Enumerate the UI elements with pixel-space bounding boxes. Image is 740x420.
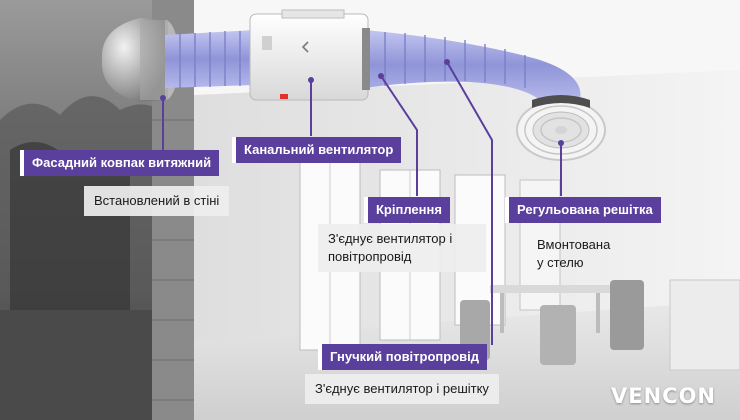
mount-description: З'єднує вентилятор і повітропровід: [318, 224, 486, 272]
grille-description-line-2: у стелю: [537, 255, 584, 270]
duct-fan-label: Канальний вентилятор: [232, 137, 402, 163]
grille-label: Регульована решітка: [505, 197, 661, 223]
vencon-logo: VENCON: [610, 384, 716, 408]
grille-description: Вмонтована у стелю: [527, 230, 627, 278]
chevron-left-icon: [299, 40, 313, 54]
mount-description-line-2: повітропровід: [328, 249, 412, 264]
facade-hood-label: Фасадний ковпак витяжний: [20, 150, 220, 176]
facade-hood-description: Встановлений в стіні: [84, 186, 230, 216]
mount-label: Кріплення: [364, 197, 450, 223]
mount-description-line-1: З'єднує вентилятор і: [328, 231, 453, 246]
flex-duct-description: З'єднує вентилятор і решітку: [305, 374, 499, 404]
grille-description-line-1: Вмонтована: [537, 237, 611, 252]
flex-duct-label: Гнучкий повітропровід: [318, 344, 488, 370]
